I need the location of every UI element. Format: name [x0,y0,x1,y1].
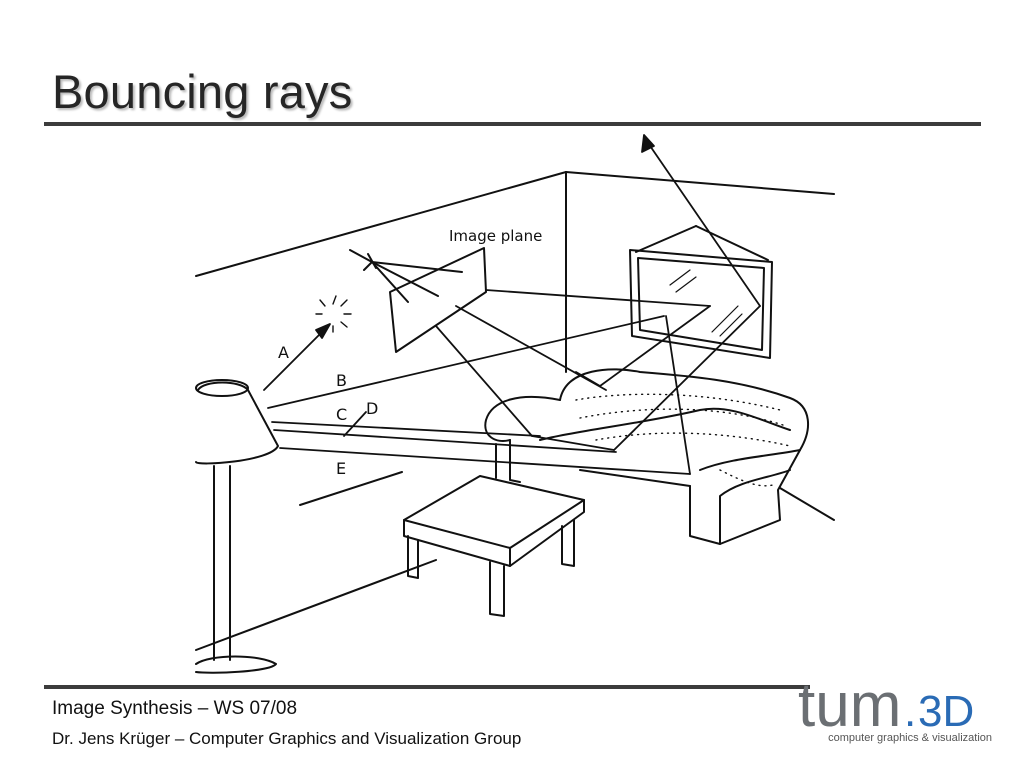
ray-label-b: B [336,371,347,390]
slide-title: Bouncing rays [52,65,353,118]
image-plane [371,247,487,353]
light-source [315,295,352,333]
floor-lamp [195,379,279,674]
eye-icon [349,249,377,271]
coffee-table [403,475,585,617]
footer-divider [44,685,810,689]
sofa [484,368,810,545]
bouncing-rays-illustration: Image plane A B C D E [195,134,835,674]
ray-label-a: A [278,343,289,362]
footer-course: Image Synthesis – WS 07/08 [52,698,298,719]
sofa-stitching [575,393,791,487]
logo-wordmark-tum: tum [798,671,901,740]
image-plane-label: Image plane [449,227,542,245]
ray-label-d: D [366,399,378,418]
logo-subtitle: computer graphics & visualization [828,732,992,744]
tum3d-logo: tum . 3D [798,671,974,740]
wall-mirror [629,225,773,359]
footer-author: Dr. Jens Krüger – Computer Graphics and … [52,729,522,748]
title-divider [44,122,981,126]
room-walls [195,171,835,651]
logo-wordmark-3d: 3D [918,687,974,736]
ray-label-e: E [336,459,346,478]
logo-wordmark-dot: . [904,687,916,736]
ray-label-c: C [336,405,347,424]
